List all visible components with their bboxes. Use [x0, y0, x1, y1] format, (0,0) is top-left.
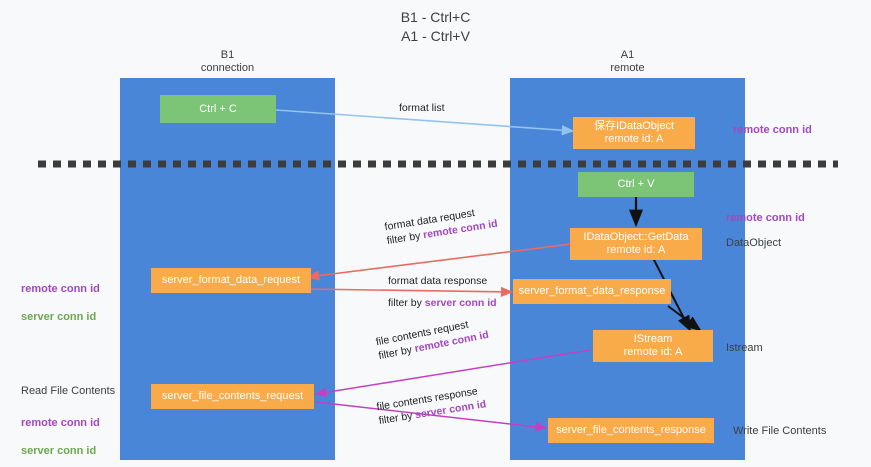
node-server-format-data-request[interactable]: server_format_data_request	[151, 268, 311, 293]
side-label-dataobject: DataObject	[726, 237, 782, 249]
edge-label-format-data-response: format data response filter by server co…	[388, 274, 497, 310]
node-istream-line1: IStream	[633, 333, 673, 345]
node-istream-line2: remote id: A	[623, 346, 683, 358]
legend-bottom-left: remote conn id server conn id	[21, 402, 100, 467]
node-getdata-line2: remote id: A	[606, 244, 666, 256]
legend-top-left: remote conn id server conn id	[21, 268, 100, 338]
node-save-dataobject[interactable]: 保存IDataObject remote id: A	[573, 117, 695, 149]
node-server-format-data-request-label: server_format_data_request	[161, 274, 301, 286]
node-server-format-data-response-label: server_format_data_response	[518, 285, 666, 297]
legend-bottom-left-remote: remote conn id	[21, 417, 100, 429]
right-lane-title: A1 remote	[610, 49, 645, 74]
node-ctrl-v[interactable]: Ctrl + V	[578, 172, 694, 197]
side-label-write-file-contents: Write File Contents	[733, 425, 827, 437]
node-server-file-contents-response[interactable]: server_file_contents_response	[548, 418, 714, 443]
edge-label-format-data-request: format data request filter by remote con…	[384, 203, 499, 248]
legend-top-left-server: server conn id	[21, 311, 97, 323]
node-ctrl-c[interactable]: Ctrl + C	[160, 95, 276, 123]
left-lane-title: B1 connection	[200, 49, 255, 74]
node-getdata[interactable]: IDataObject::GetData remote id: A	[570, 228, 702, 260]
edge-label-format-data-response-text: format data response	[388, 275, 488, 287]
node-server-file-contents-request-label: server_file_contents_request	[161, 390, 304, 402]
side-label-istream: Istream	[726, 342, 763, 354]
node-server-file-contents-request[interactable]: server_file_contents_request	[151, 384, 314, 409]
side-label-read-file-contents: Read File Contents	[21, 385, 116, 397]
page-title: B1 - Ctrl+C A1 - Ctrl+V	[400, 9, 471, 44]
edge-label-format-data-response-filter-key: server conn id	[424, 297, 497, 309]
edge-label-file-contents-request: file contents request filter by remote c…	[375, 314, 490, 363]
edge-label-file-contents-response: file contents response filter by server …	[376, 383, 488, 428]
node-server-format-data-response[interactable]: server_format_data_response	[513, 279, 671, 304]
legend-bottom-left-server: server conn id	[21, 445, 97, 457]
side-label-remote-conn-id-top: remote conn id	[733, 124, 812, 136]
edge-label-format-list: format list	[399, 101, 445, 115]
edge-label-format-list-text: format list	[399, 102, 445, 114]
node-save-dataobject-line2: remote id: A	[604, 133, 664, 145]
node-ctrl-v-label: Ctrl + V	[617, 178, 655, 190]
node-getdata-line1: IDataObject::GetData	[583, 231, 689, 243]
node-server-file-contents-response-label: server_file_contents_response	[556, 424, 706, 436]
node-save-dataobject-line1: 保存IDataObject	[593, 120, 675, 132]
node-istream[interactable]: IStream remote id: A	[593, 330, 713, 362]
side-label-remote-conn-id-mid: remote conn id	[726, 212, 805, 224]
legend-top-left-remote: remote conn id	[21, 283, 100, 295]
node-ctrl-c-label: Ctrl + C	[199, 102, 237, 115]
edge-label-format-data-response-filter-prefix: filter by	[388, 297, 425, 309]
